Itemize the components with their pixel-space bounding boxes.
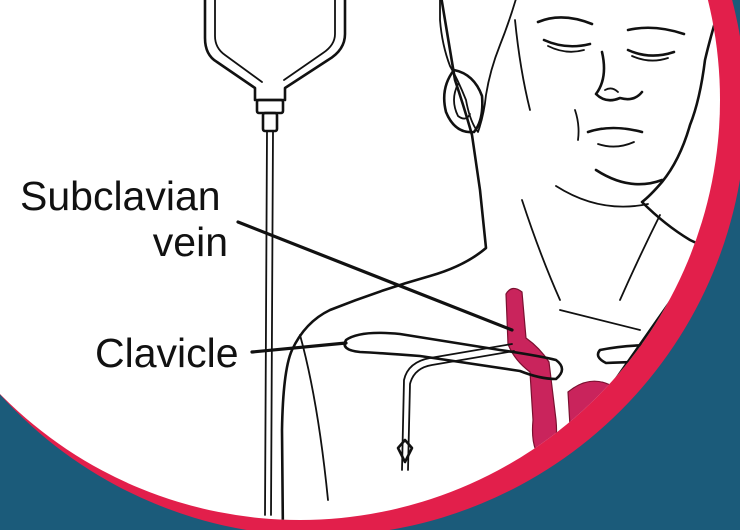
clavicle-label: Clavicle: [95, 330, 239, 376]
subclavian-label: Subclavian: [20, 173, 221, 219]
vein-label: vein: [153, 219, 228, 265]
